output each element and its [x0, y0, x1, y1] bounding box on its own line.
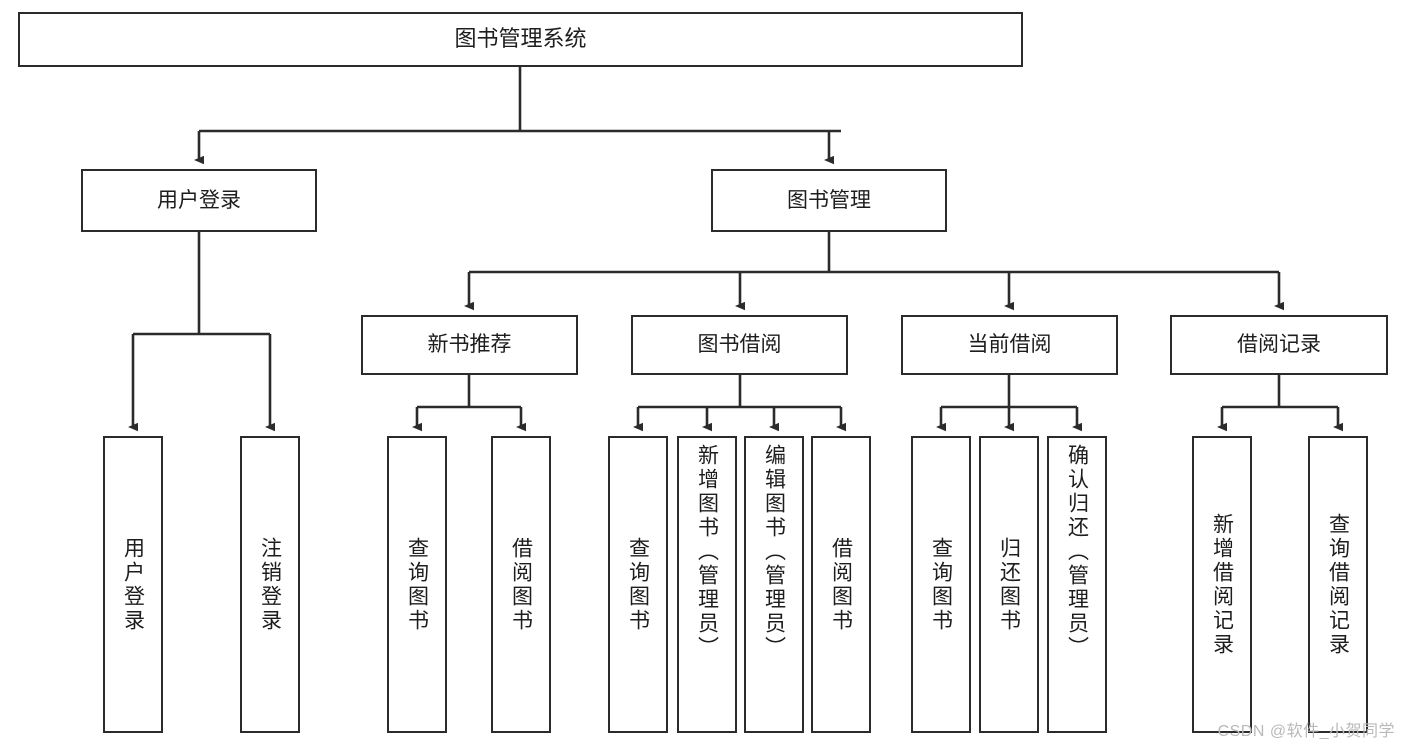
node-label: 借阅记录 — [1237, 333, 1321, 357]
node-label: 借阅图书 — [829, 536, 853, 633]
node-current-borrow[interactable]: 当前借阅 — [901, 315, 1118, 375]
node-label: 用户登录 — [157, 188, 241, 212]
leaf-query-borrow-record[interactable]: 查询借阅记录 — [1308, 436, 1368, 733]
node-label: 查询图书 — [626, 536, 650, 633]
leaf-user-login[interactable]: 用户登录 — [103, 436, 163, 733]
leaf-borrow-books[interactable]: 借阅图书 — [811, 436, 871, 733]
node-user-login[interactable]: 用户登录 — [81, 169, 317, 232]
leaf-add-book-admin[interactable]: 新增图书（管理员） — [677, 436, 737, 733]
leaf-return-books[interactable]: 归还图书 — [979, 436, 1039, 733]
node-label: 图书管理 — [787, 188, 871, 212]
watermark-text: CSDN @软件_小贺同学 — [1217, 723, 1395, 740]
node-book-borrow[interactable]: 图书借阅 — [631, 315, 848, 375]
node-label: 查询图书 — [929, 536, 953, 633]
node-book-management[interactable]: 图书管理 — [711, 169, 947, 232]
node-label: 图书管理系统 — [454, 26, 587, 52]
node-label: 确认归还（管理员） — [1065, 444, 1089, 660]
leaf-borrow-books-recommend[interactable]: 借阅图书 — [491, 436, 551, 733]
node-label: 借阅图书 — [509, 536, 533, 633]
leaf-confirm-return-admin[interactable]: 确认归还（管理员） — [1047, 436, 1107, 733]
leaf-query-books-borrow[interactable]: 查询图书 — [608, 436, 668, 733]
node-label: 当前借阅 — [967, 333, 1052, 357]
node-label: 注销登录 — [258, 536, 282, 633]
node-root-system[interactable]: 图书管理系统 — [18, 12, 1023, 67]
leaf-query-books-recommend[interactable]: 查询图书 — [387, 436, 447, 733]
node-borrow-records[interactable]: 借阅记录 — [1170, 315, 1388, 375]
node-label: 新增借阅记录 — [1210, 512, 1234, 657]
node-label: 图书借阅 — [697, 333, 782, 357]
node-label: 编辑图书（管理员） — [762, 444, 786, 660]
leaf-user-logout[interactable]: 注销登录 — [240, 436, 300, 733]
node-label: 用户登录 — [121, 536, 145, 633]
leaf-add-borrow-record[interactable]: 新增借阅记录 — [1192, 436, 1252, 733]
node-new-book-recommend[interactable]: 新书推荐 — [361, 315, 578, 375]
node-label: 查询借阅记录 — [1326, 512, 1350, 657]
node-label: 归还图书 — [997, 536, 1021, 633]
leaf-query-books-current[interactable]: 查询图书 — [911, 436, 971, 733]
node-label: 查询图书 — [405, 536, 429, 633]
leaf-edit-book-admin[interactable]: 编辑图书（管理员） — [744, 436, 804, 733]
node-label: 新书推荐 — [427, 333, 512, 357]
node-label: 新增图书（管理员） — [695, 444, 719, 660]
